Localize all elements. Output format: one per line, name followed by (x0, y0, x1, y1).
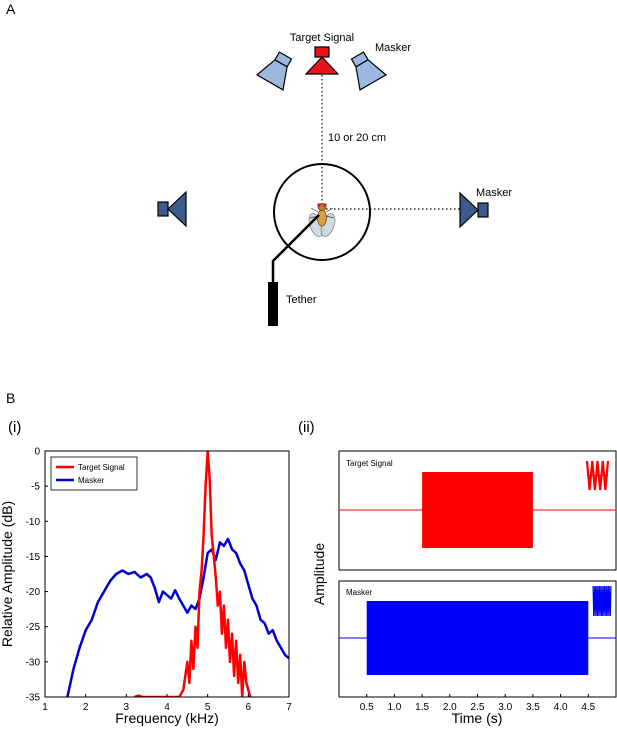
spectrum-y-tick-label: -10 (26, 517, 41, 528)
spectrum-y-tick-label: -5 (31, 482, 40, 493)
waveform-x-tick-label: 4.0 (554, 702, 568, 713)
spectrum-y-tick-label: -35 (26, 693, 41, 704)
spectrum-y-label: Relative Amplitude (dB) (0, 501, 15, 647)
fly-icon (308, 203, 336, 237)
legend-box (50, 456, 138, 491)
spectrum-x-tick-label: 1 (42, 702, 48, 713)
masker-burst (366, 601, 589, 675)
legend-masker-label: Masker (78, 476, 105, 485)
spectrum-x-tick-label: 7 (286, 702, 292, 713)
target-signal-burst (422, 472, 533, 548)
spectrum-x-tick-label: 5 (205, 702, 211, 713)
spectrum-x-tick-label: 3 (124, 702, 130, 713)
distance-label: 10 or 20 cm (328, 132, 386, 144)
waveform-x-tick-label: 2.5 (471, 702, 485, 713)
spectrum-y-tick-label: -25 (26, 622, 41, 633)
speaker-masker-top-right (350, 51, 388, 91)
panel-b-sub-i: (i) (8, 419, 21, 436)
speaker-target (304, 46, 340, 75)
speaker-masker-top-left (255, 51, 293, 91)
spectrum-y-tick-label: 0 (34, 447, 40, 458)
waveform-x-tick-label: 3.0 (498, 702, 512, 713)
spectrum-x-label: Frequency (kHz) (115, 710, 218, 726)
waveform-x-tick-label: 3.5 (526, 702, 540, 713)
waveform-x-tick-label: 4.5 (581, 702, 595, 713)
arena-circle (273, 163, 371, 261)
spectrum-series-target-signal (134, 451, 252, 697)
tether-label: Tether (286, 294, 317, 306)
spectrum-y-tick-label: -15 (26, 552, 41, 563)
waveform-x-tick-label: 1.0 (387, 702, 401, 713)
masker-label-top: Masker (375, 42, 411, 54)
tether-holder (268, 282, 278, 326)
spectrum-x-tick-label: 4 (164, 702, 170, 713)
spectrum-series-masker (66, 537, 289, 697)
panel-a-label: A (6, 1, 16, 17)
target-waveform-label: Target Signal (346, 459, 393, 468)
target-signal-label: Target Signal (290, 32, 354, 44)
speaker-masker-right (459, 191, 489, 229)
spectrum-x-tick-label: 2 (83, 702, 89, 713)
spectrum-y-tick-label: -30 (26, 657, 41, 668)
waveform-x-tick-label: 0.5 (360, 702, 374, 713)
waveform-x-tick-label: 2.0 (443, 702, 457, 713)
speaker-masker-left (157, 190, 187, 228)
panel-b-sub-ii: (ii) (298, 419, 315, 436)
spectrum-y-tick-label: -20 (26, 587, 41, 598)
masker-zoom-inset (592, 585, 612, 617)
masker-waveform-label: Masker (346, 588, 373, 597)
masker-label-right: Masker (476, 187, 512, 199)
spectrum-legend: Target Signal Masker (50, 456, 138, 491)
waveform-chart: Target Signal Masker 0.5 1.0 1.5 2.0 2.5 3.0 3… (311, 450, 617, 726)
waveform-x-label: Time (s) (452, 710, 503, 726)
panel-a: A Target Signal Masker 10 or 20 cm (6, 1, 512, 326)
target-signal-zoom-inset (585, 460, 610, 491)
spectrum-x-tick-label: 6 (246, 702, 252, 713)
tether-rod (271, 214, 320, 282)
waveform-x-tick-label: 1.5 (415, 702, 429, 713)
spectrum-chart: 1 2 3 4 5 6 7 0 -5 -10 -15 -20 -25 -30 -35 Frequency (… (0, 447, 292, 727)
panel-b-label: B (6, 390, 15, 406)
waveform-y-label: Amplitude (311, 543, 327, 605)
legend-target-label: Target Signal (78, 463, 125, 472)
